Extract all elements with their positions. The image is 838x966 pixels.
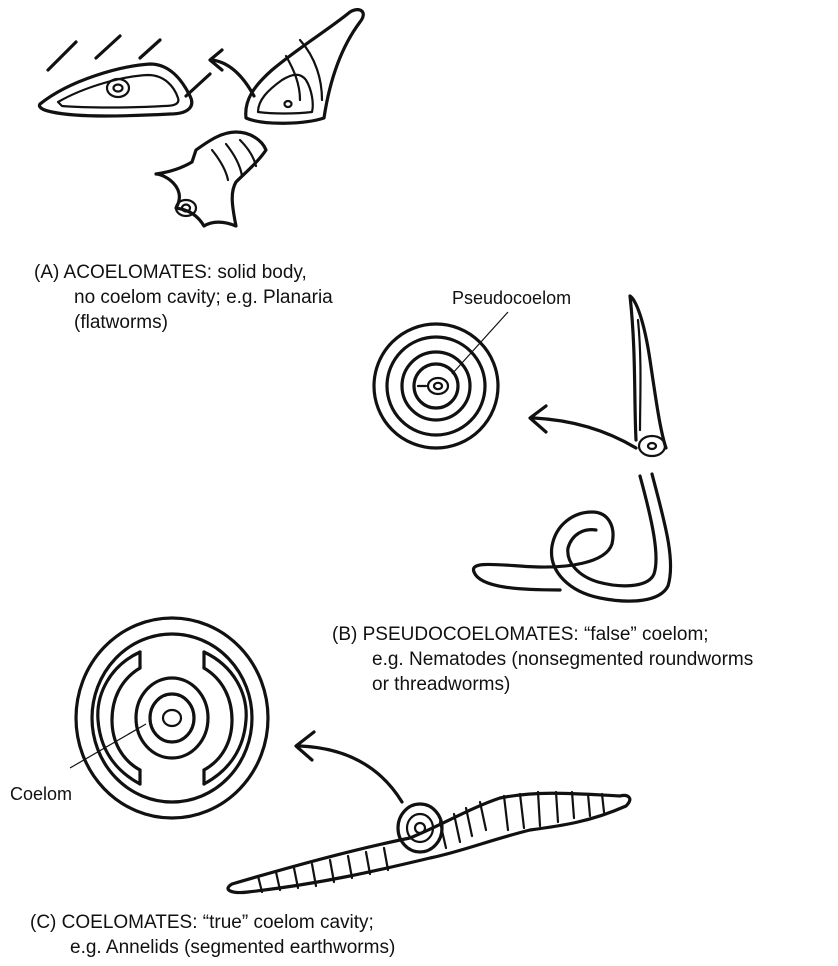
caption-acoelomates: (A) ACOELOMATES: solid body, no coelom c… [34,260,333,335]
planaria-head [156,132,266,226]
pseudocoelomate-cross-section [374,312,508,448]
caption-a-line2: no coelom cavity; e.g. Planaria [34,285,333,310]
caption-coelomates: (C) COELOMATES: “true” coelom cavity; e.… [30,910,395,960]
coelomate-arrow [296,732,402,802]
caption-b-line3: or threadworms) [332,672,753,697]
caption-a-line3: (flatworms) [34,310,333,335]
caption-c-line2: e.g. Annelids (segmented earthworms) [30,935,395,960]
caption-b-line1: (B) PSEUDOCOELOMATES: “false” coelom; [332,622,753,647]
label-coelom: Coelom [10,784,72,805]
acoelomate-cross-section [40,36,211,116]
nematode-body [473,296,670,601]
caption-b-line2: e.g. Nematodes (nonsegmented roundworms [332,647,753,672]
planaria-body [246,10,364,124]
caption-c-line1: (C) COELOMATES: “true” coelom cavity; [30,910,395,935]
acoelomate-group [40,10,364,226]
earthworm-body [228,792,630,893]
acoelomate-arrow [210,50,254,96]
pseudocoelomate-arrow [530,406,636,448]
caption-pseudocoelomates: (B) PSEUDOCOELOMATES: “false” coelom; e.… [332,622,753,697]
label-pseudocoelom: Pseudocoelom [452,288,571,309]
pseudocoelomate-group [374,296,671,601]
caption-a-line1: (A) ACOELOMATES: solid body, [34,260,333,285]
coelomate-cross-section [70,618,268,818]
